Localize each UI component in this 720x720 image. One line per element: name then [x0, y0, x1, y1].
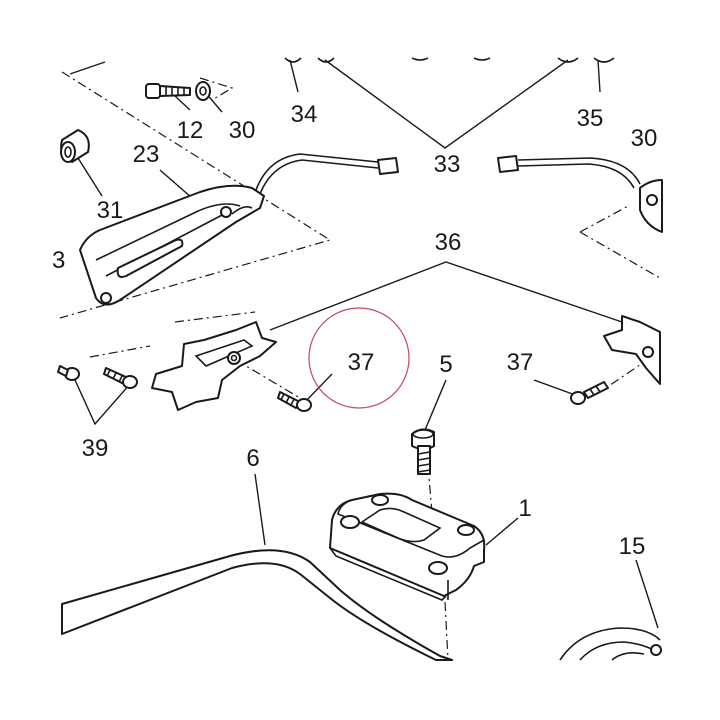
label-33: 33: [434, 151, 461, 178]
right-signal-bracket: [639, 179, 663, 233]
label-3: 3: [52, 247, 65, 274]
handlebar-6: [61, 549, 453, 661]
left-signal-bracket-23: [79, 184, 265, 306]
label-37-center: 37: [348, 349, 375, 376]
label-1: 1: [518, 495, 531, 522]
top-edge-parts: [284, 57, 615, 63]
label-36: 36: [435, 229, 462, 256]
screw-37-right: [570, 381, 609, 405]
label-31: 31: [97, 197, 124, 224]
leader-lines: [69, 59, 659, 629]
bolt-5: [411, 428, 435, 475]
label-34: 34: [291, 101, 318, 128]
label-39: 39: [82, 435, 109, 462]
label-15: 15: [619, 533, 646, 560]
grommet-31: [60, 129, 90, 163]
screw-39-right: [103, 367, 138, 389]
label-23: 23: [133, 141, 160, 168]
screw-37-left: [277, 391, 312, 412]
lever-15: [559, 627, 662, 661]
label-30-top: 30: [229, 117, 256, 144]
screw-39-left: [57, 365, 80, 381]
label-6: 6: [246, 445, 259, 472]
washer-30-top: [195, 81, 211, 101]
label-30-right: 30: [631, 125, 658, 152]
callout-labels: 3 34 33 35 30 12 30 23 31 36 37 37 5 39 …: [52, 101, 657, 560]
label-37-right: 37: [507, 349, 534, 376]
right-wire-harness: [497, 155, 641, 189]
left-mount-plate-36: [151, 321, 277, 411]
right-mount-plate-36: [603, 315, 661, 385]
clamp-1: [329, 492, 486, 601]
left-wire-harness: [255, 153, 399, 195]
highlight-circle: [308, 307, 410, 409]
label-35: 35: [577, 105, 604, 132]
label-5: 5: [439, 351, 452, 378]
label-12: 12: [177, 117, 204, 144]
screw-12: [145, 83, 191, 99]
